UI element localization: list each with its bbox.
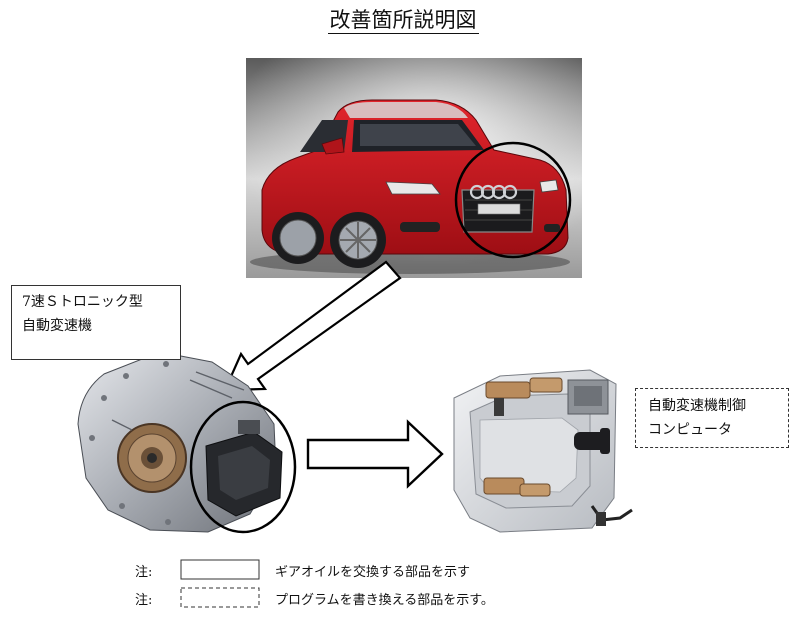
legend-dashed-description: プログラムを書き換える部品を示す。 bbox=[275, 593, 494, 608]
transmission-image bbox=[77, 351, 283, 533]
legend-solid-box bbox=[180, 559, 260, 580]
legend-solid-note-mark: 注: bbox=[135, 565, 153, 580]
legend-dashed-note-mark: 注: bbox=[135, 593, 153, 608]
controller-label-line1: 自動変速機制御 bbox=[648, 398, 746, 414]
transmission-highlight-circle bbox=[189, 400, 297, 534]
car-photo bbox=[246, 58, 582, 278]
legend-solid-description: ギアオイルを交換する部品を示す bbox=[275, 565, 471, 580]
controller-image bbox=[453, 369, 633, 533]
transmission-label-line2: 自動変速機 bbox=[22, 318, 92, 334]
arrow-to-transmission bbox=[223, 260, 402, 392]
page-title: 改善箇所説明図 bbox=[327, 8, 479, 34]
arrow-to-controller bbox=[306, 419, 444, 489]
transmission-label-line1: 7速Ｓトロニック型 bbox=[22, 294, 143, 310]
car-grille-highlight-circle bbox=[454, 141, 572, 259]
controller-label: 自動変速機制御 コンピュータ bbox=[635, 388, 789, 448]
transmission-label: 7速Ｓトロニック型 自動変速機 bbox=[11, 285, 181, 360]
legend-dashed-box bbox=[180, 587, 260, 608]
controller-label-line2: コンピュータ bbox=[648, 422, 732, 438]
